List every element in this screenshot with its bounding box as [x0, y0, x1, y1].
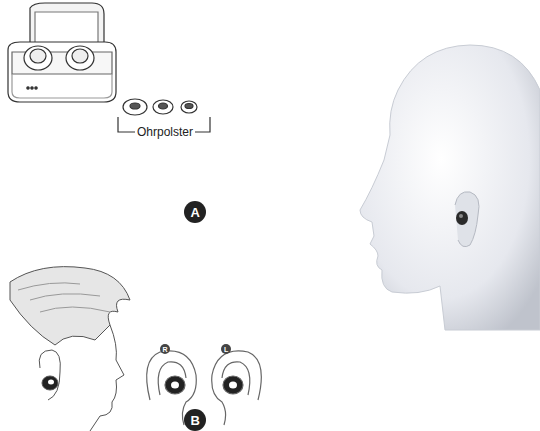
- side-marker: [160, 344, 170, 354]
- part-name: Ohrpolster: [135, 126, 195, 138]
- side-marker: [221, 344, 231, 354]
- side-letter: R: [163, 346, 168, 353]
- ear-tips: [123, 99, 197, 115]
- callout-letter: A: [191, 206, 200, 219]
- head-3d: [360, 45, 540, 330]
- head-sketch: [10, 267, 130, 431]
- side-letter: L: [224, 346, 228, 353]
- charging-case: [8, 3, 116, 102]
- callout-circle: [184, 409, 206, 431]
- callout-circle: [184, 201, 206, 223]
- callout-letter: B: [191, 414, 200, 427]
